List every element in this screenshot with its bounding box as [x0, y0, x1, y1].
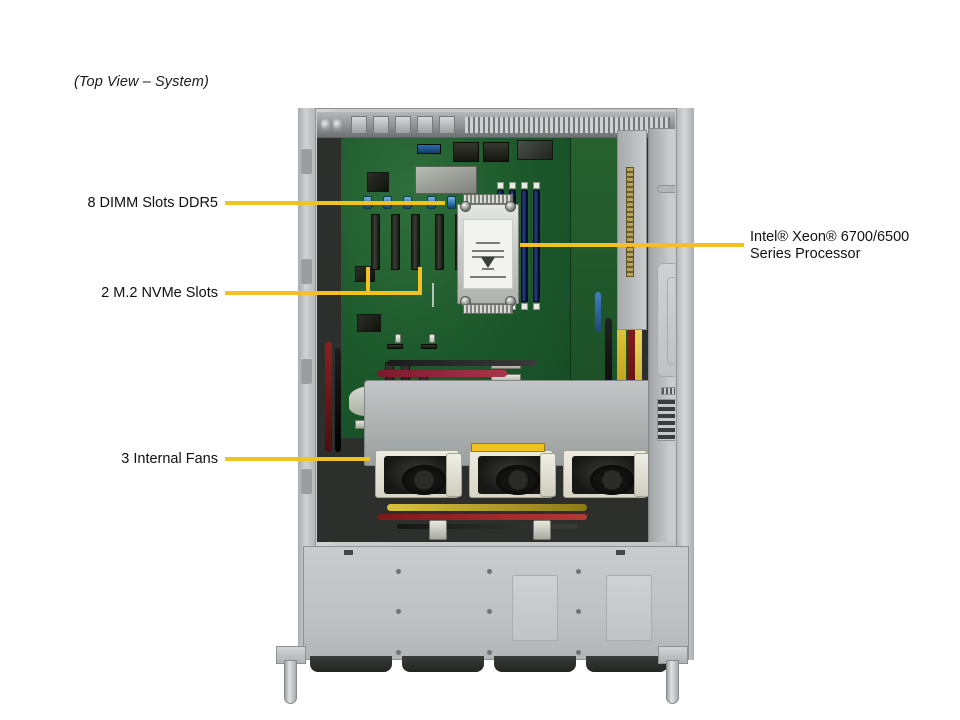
callout-label-cpu: Intel® Xeon® 6700/6500 Series Processor	[750, 229, 950, 263]
callout-label-m2: 2 M.2 NVMe Slots	[101, 285, 218, 301]
m2-socket-2	[421, 344, 437, 349]
leader-line-m2-riser-right	[418, 267, 422, 295]
rack-ear-leg-left	[284, 660, 297, 704]
callout-label-cpu-line2: Series Processor	[750, 246, 861, 262]
internal-fan-1	[375, 450, 462, 498]
power-supply-bay	[648, 128, 675, 542]
cpu-heatsink-fin-top	[463, 194, 513, 204]
leader-line-m2-main	[225, 291, 370, 295]
pcie-riser-bracket	[617, 130, 647, 330]
rack-ear-leg-right	[666, 660, 679, 704]
cpu-heatsink-fin-bottom	[463, 304, 513, 314]
cpu-heatsink	[457, 201, 519, 307]
callout-label-dimm: 8 DIMM Slots DDR5	[87, 195, 218, 211]
cpu-heatsink-warning-label	[463, 219, 513, 289]
leader-line-fans	[225, 457, 370, 461]
fan-warning-label	[471, 443, 545, 452]
m2-standoff-1	[395, 334, 401, 343]
leader-line-cpu	[520, 243, 744, 247]
rear-io-panel	[317, 112, 675, 138]
chassis-left-rail	[298, 108, 316, 660]
callout-label-cpu-line1: Intel® Xeon® 6700/6500	[750, 229, 910, 245]
internal-fan-2	[469, 450, 556, 498]
front-panel-cover	[303, 546, 689, 660]
chassis-interior	[317, 112, 675, 542]
callout-label-fans: 3 Internal Fans	[121, 451, 218, 467]
m2-socket-1	[387, 344, 403, 349]
psu-vent-grille	[657, 399, 675, 441]
leader-line-m2-riser-left	[366, 267, 370, 295]
m2-standoff-2	[429, 334, 435, 343]
figure-title: (Top View – System)	[74, 74, 209, 90]
internal-fan-3	[563, 450, 650, 498]
internal-fan-wall	[375, 443, 650, 498]
leader-line-m2-bridge	[366, 291, 422, 295]
warning-triangle-icon	[481, 257, 495, 268]
leader-line-dimm	[225, 201, 445, 205]
server-top-view-image	[270, 98, 694, 713]
